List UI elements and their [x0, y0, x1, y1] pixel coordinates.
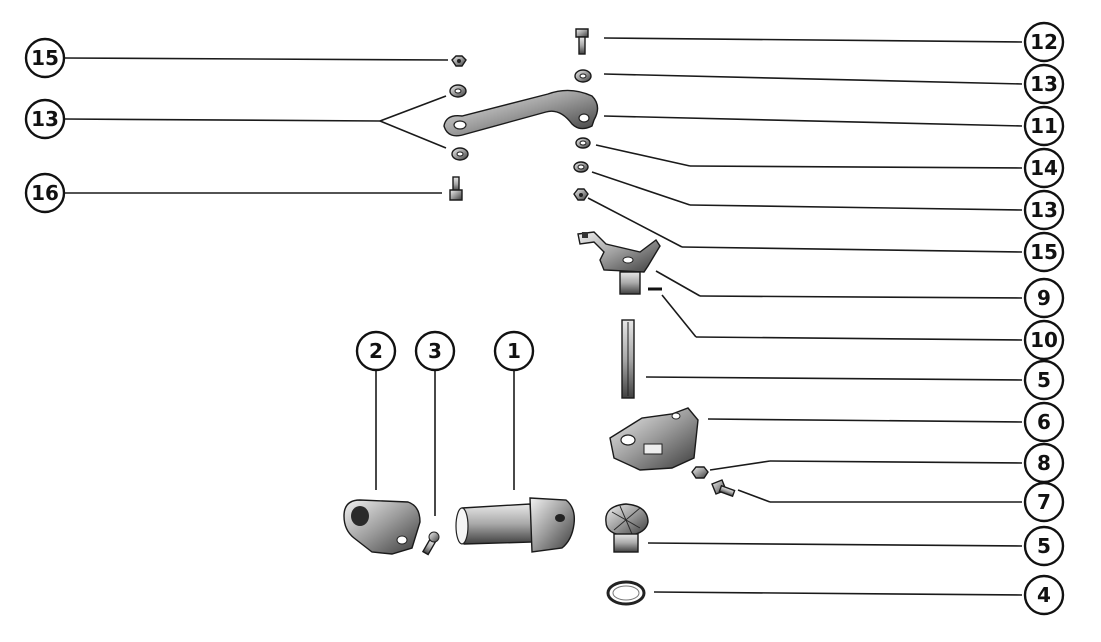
part-5-rod	[621, 319, 635, 399]
callout-3: 3	[414, 330, 456, 372]
callout-6-label: 6	[1037, 410, 1051, 434]
callout-11-label: 11	[1030, 114, 1058, 138]
callout-2-label: 2	[369, 339, 383, 363]
callout-13-right-lower: 13	[1023, 189, 1065, 231]
callout-5-upper: 5	[1023, 359, 1065, 401]
callout-7: 7	[1023, 481, 1065, 523]
callout-2: 2	[355, 330, 397, 372]
callout-1-label: 1	[507, 339, 521, 363]
part-6-bracket-block	[609, 407, 699, 471]
part-13-washer-right-upper	[574, 69, 592, 83]
part-16-bolt	[449, 176, 463, 201]
callout-3-label: 3	[428, 339, 442, 363]
callout-15-right: 15	[1023, 231, 1065, 273]
callout-13-right-upper: 13	[1023, 63, 1065, 105]
callout-4-label: 4	[1037, 583, 1051, 607]
callout-8: 8	[1023, 442, 1065, 484]
callout-5-label: 5	[1037, 368, 1051, 392]
callout-16: 16	[24, 172, 66, 214]
callout-14: 14	[1023, 147, 1065, 189]
callout-13-label: 13	[1030, 72, 1058, 96]
part-8-nut	[691, 466, 709, 479]
part-13-washer-left-lower	[451, 147, 469, 161]
callout-10: 10	[1023, 319, 1065, 361]
callout-13-label: 13	[1030, 198, 1058, 222]
part-3-screw	[421, 531, 440, 556]
part-14-washer	[575, 137, 591, 149]
callout-8-label: 8	[1037, 451, 1051, 475]
part-1-tube-assembly	[455, 497, 576, 553]
callout-16-label: 16	[31, 181, 59, 205]
part-13-washer-right-lower	[573, 161, 589, 173]
leader-lines	[63, 37, 1023, 596]
callout-4: 4	[1023, 574, 1065, 616]
part-4-o-ring	[606, 580, 646, 606]
callout-6: 6	[1023, 401, 1065, 443]
callout-12-label: 12	[1030, 30, 1058, 54]
part-13-washer-left-upper	[449, 84, 467, 98]
callout-15-top-left: 15	[24, 37, 66, 79]
callout-10-label: 10	[1030, 328, 1058, 352]
callout-13-left: 13	[24, 98, 66, 140]
part-7-screw	[711, 479, 736, 498]
callout-7-label: 7	[1037, 490, 1051, 514]
callout-15-label: 15	[31, 46, 59, 70]
callout-12: 12	[1023, 21, 1065, 63]
part-15-nut-left	[451, 55, 467, 67]
callout-5-label: 5	[1037, 534, 1051, 558]
callout-14-label: 14	[1030, 156, 1058, 180]
callout-11: 11	[1023, 105, 1065, 147]
callout-15-label: 15	[1030, 240, 1058, 264]
part-12-bolt	[575, 28, 589, 55]
callout-13-label: 13	[31, 107, 59, 131]
part-15-nut-right	[573, 188, 589, 201]
callout-9-label: 9	[1037, 286, 1051, 310]
part-5-knob	[605, 503, 649, 553]
callout-9: 9	[1023, 277, 1065, 319]
callout-1: 1	[493, 330, 535, 372]
part-9-bracket	[577, 231, 661, 295]
part-11-link-arm	[443, 89, 599, 137]
part-2-housing	[343, 499, 421, 555]
callout-5-lower: 5	[1023, 525, 1065, 567]
